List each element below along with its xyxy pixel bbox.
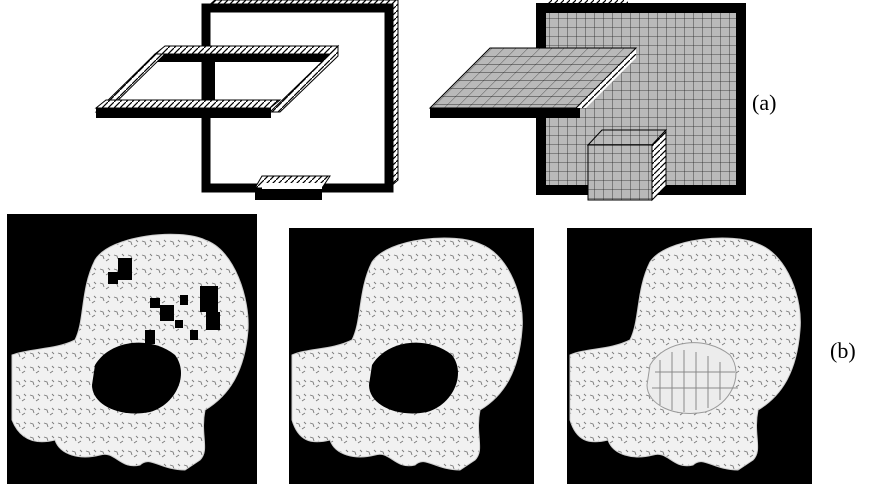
panel-b-image-2 [289,228,534,484]
panel-b-image-3 [567,228,812,484]
panel-a-label: (a) [752,90,776,116]
panel-a-solid-model [430,0,741,200]
panel-a-wire-model [96,0,398,200]
panel-b-image-1 [7,214,257,484]
panel-b-label: (b) [830,338,856,364]
